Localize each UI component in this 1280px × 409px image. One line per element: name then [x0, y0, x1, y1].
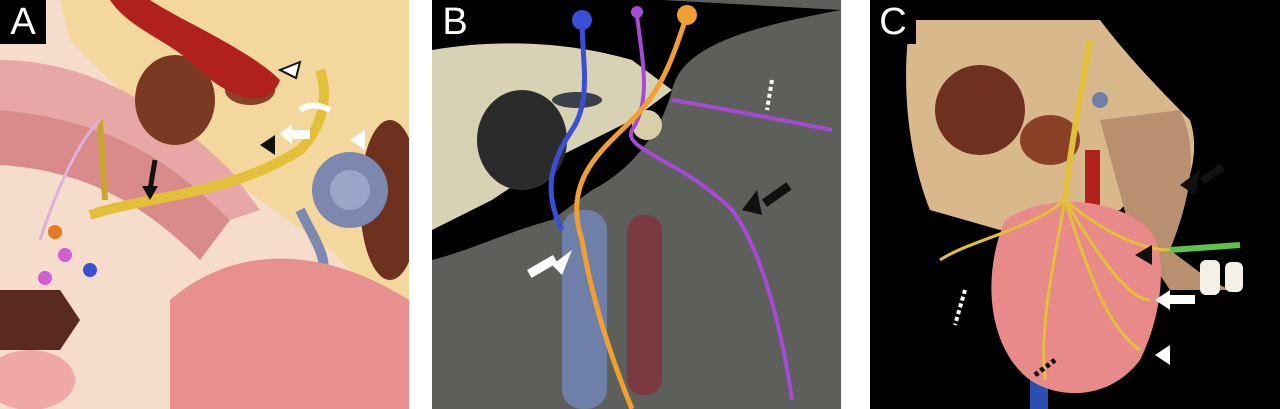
panel-a-label: A	[0, 0, 46, 44]
panel-b-illustration	[432, 0, 841, 409]
panel-a: A	[0, 0, 409, 409]
panel-b: B	[432, 0, 841, 409]
panel-a-illustration	[0, 0, 409, 409]
panel-c: C	[870, 0, 1280, 409]
panel-c-label: C	[870, 0, 916, 44]
panel-b-label: B	[432, 0, 478, 44]
panel-c-illustration	[870, 0, 1280, 409]
